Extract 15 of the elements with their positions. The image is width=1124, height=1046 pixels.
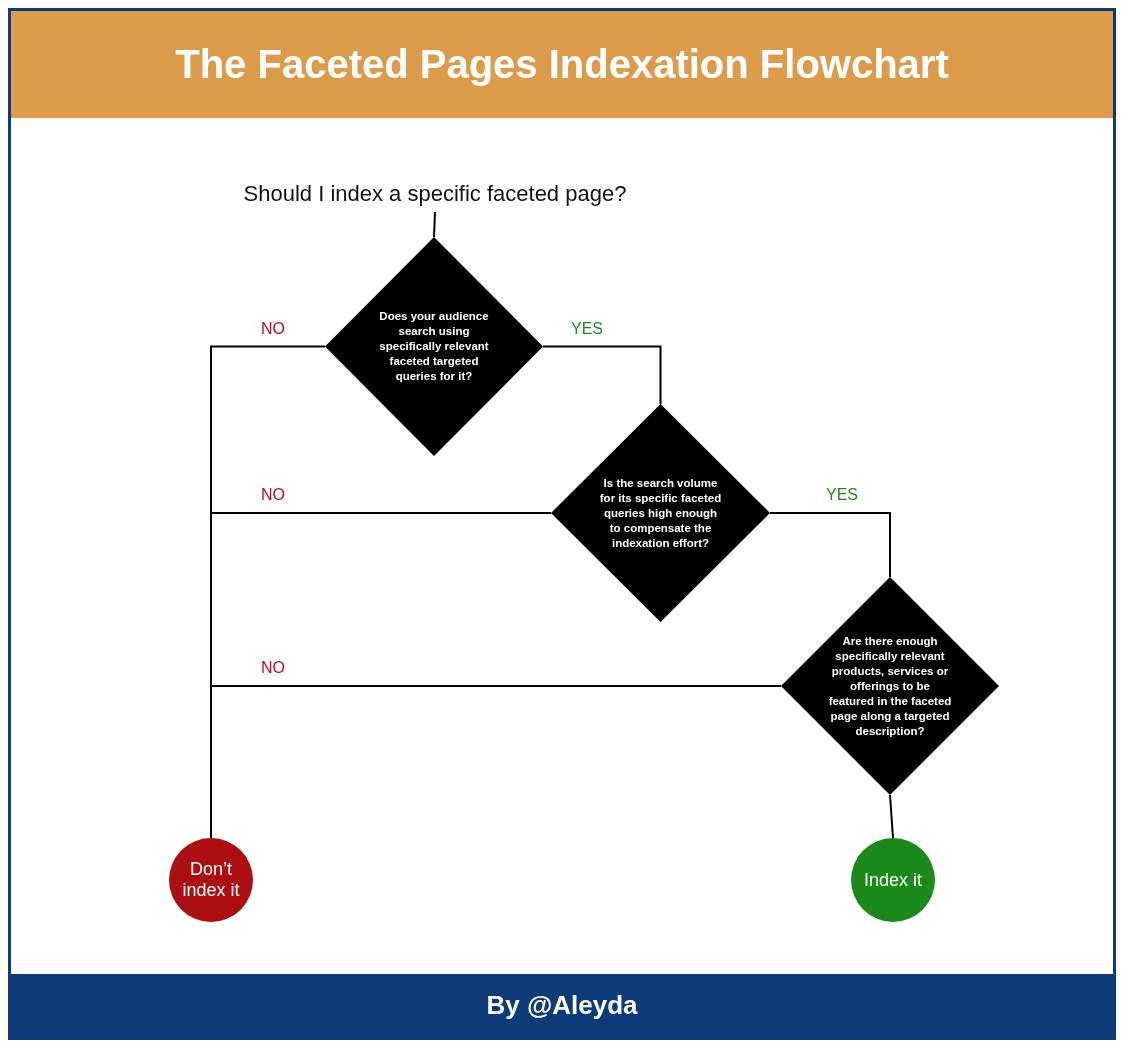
outcome-text: Don’t index it — [181, 859, 241, 901]
connector-line — [889, 794, 894, 839]
outcome-text: Index it — [863, 869, 922, 891]
decision-text: Is the search volume for its specific faceted queries high enough to compensate the indexation effort? — [598, 475, 723, 551]
decision-diamond — [325, 237, 543, 456]
connector-line — [433, 211, 436, 238]
decision-text: Does your audience search using specifically relevant faceted targeted queries for it? — [378, 309, 490, 384]
question-text: Should I index a specific faceted page? — [243, 181, 627, 207]
caption: By @Aleyda — [486, 990, 638, 1021]
title: The Faceted Pages Indexation Flowchart — [175, 42, 949, 87]
decision-diamond — [551, 404, 770, 622]
decision-text: Are there enough specifically relevant products, services or offerings to be featured in the faceted page along a targeted description? — [827, 633, 953, 739]
connector-line — [769, 512, 891, 578]
connector-line — [542, 345, 662, 405]
decision-diamond — [781, 577, 999, 795]
